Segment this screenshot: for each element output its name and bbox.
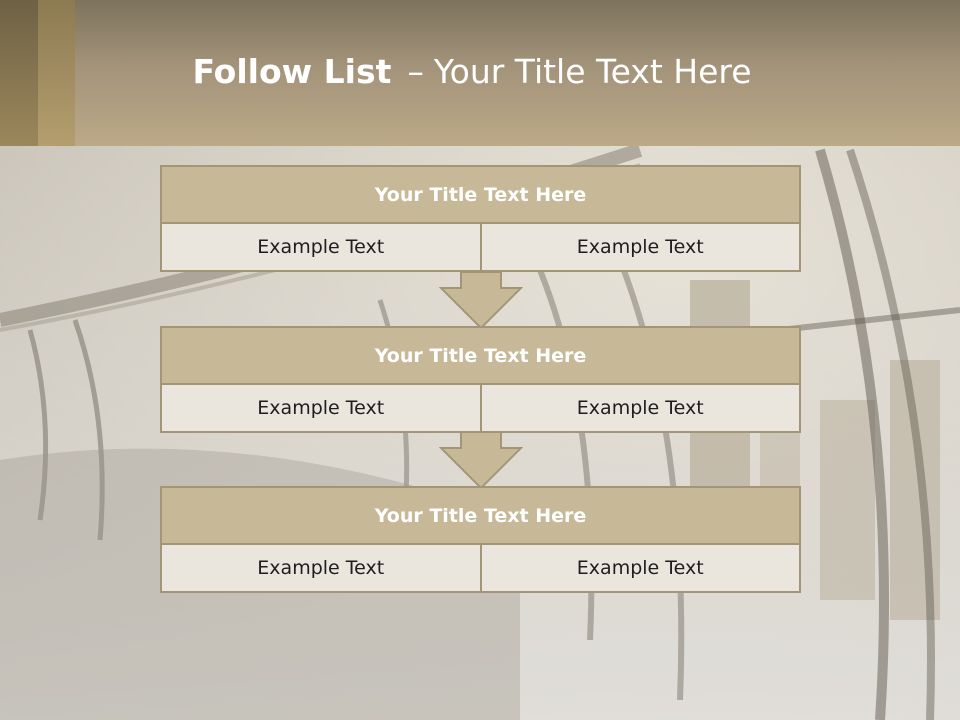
slide-title-separator: – <box>407 52 424 91</box>
list-block-row: Example Text Example Text <box>162 545 799 591</box>
list-block-cell-left[interactable]: Example Text <box>162 385 480 431</box>
list-block-cell-right[interactable]: Example Text <box>479 545 799 591</box>
list-block-cell-right[interactable]: Example Text <box>479 224 799 270</box>
list-block-title[interactable]: Your Title Text Here <box>162 167 799 224</box>
list-block[interactable]: Your Title Text Here Example Text Exampl… <box>160 486 801 593</box>
list-block-cell-left[interactable]: Example Text <box>162 224 480 270</box>
list-block[interactable]: Your Title Text Here Example Text Exampl… <box>160 165 801 272</box>
down-arrow-icon <box>439 272 523 330</box>
title-banner: Follow List–Your Title Text Here <box>0 0 960 146</box>
slide-title[interactable]: Follow List–Your Title Text Here <box>0 52 944 91</box>
down-arrow-icon <box>439 432 523 490</box>
header-accent-bar <box>38 0 75 146</box>
list-block-cell-right[interactable]: Example Text <box>479 385 799 431</box>
slide-title-rest: Your Title Text Here <box>433 52 752 91</box>
list-block-title[interactable]: Your Title Text Here <box>162 488 799 545</box>
list-block-title[interactable]: Your Title Text Here <box>162 328 799 385</box>
list-block-row: Example Text Example Text <box>162 385 799 431</box>
list-block[interactable]: Your Title Text Here Example Text Exampl… <box>160 326 801 433</box>
list-block-cell-left[interactable]: Example Text <box>162 545 480 591</box>
header-accent-bar <box>0 0 38 146</box>
list-block-row: Example Text Example Text <box>162 224 799 270</box>
slide-title-bold: Follow List <box>192 52 392 91</box>
